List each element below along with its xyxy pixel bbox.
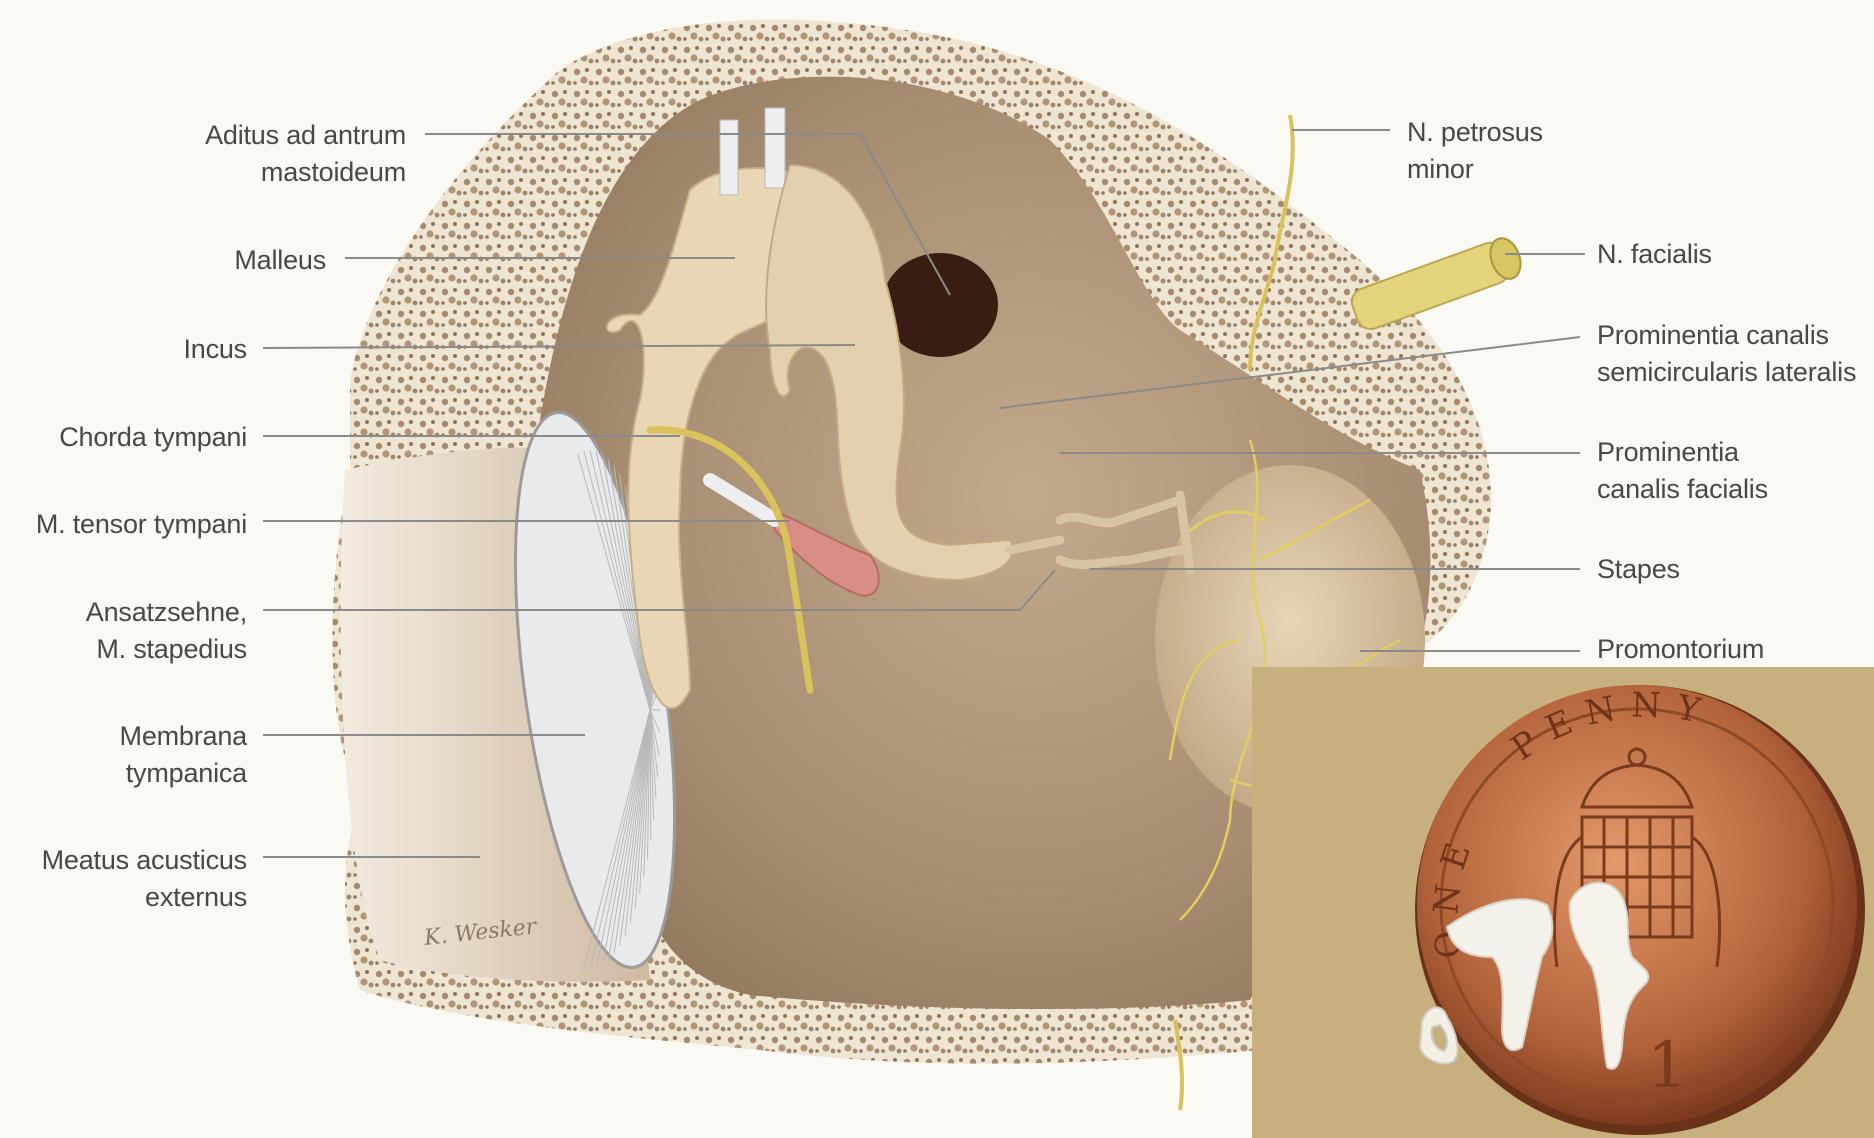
- penny-coin: [1417, 685, 1857, 1125]
- ligament-1: [720, 120, 738, 195]
- label-line: M. tensor tympani: [36, 506, 247, 543]
- label-prominentia-semicircularis: Prominentia canalis semicircularis later…: [1597, 317, 1856, 391]
- label-line: Aditus ad antrum: [205, 117, 406, 154]
- ossicles-penny-photo: 1 PENNY ONE: [1252, 667, 1874, 1138]
- label-line: Stapes: [1597, 551, 1680, 588]
- label-line: minor: [1407, 151, 1543, 188]
- label-meatus-acusticus: Meatus acusticus externus: [42, 842, 247, 916]
- label-line: tympanica: [120, 755, 247, 792]
- label-line: M. stapedius: [86, 631, 247, 668]
- penny-photo-svg: 1 PENNY ONE: [1252, 667, 1874, 1138]
- label-line: Membrana: [120, 718, 247, 755]
- label-line: Meatus acusticus: [42, 842, 247, 879]
- label-line: Promontorium: [1597, 631, 1764, 668]
- label-malleus: Malleus: [234, 242, 326, 279]
- label-membrana-tympanica: Membrana tympanica: [120, 718, 247, 792]
- label-line: semicircularis lateralis: [1597, 354, 1856, 391]
- label-stapes: Stapes: [1597, 551, 1680, 588]
- label-incus: Incus: [183, 331, 247, 368]
- label-line: N. petrosus: [1407, 114, 1543, 151]
- label-line: Incus: [183, 331, 247, 368]
- label-line: externus: [42, 879, 247, 916]
- label-line: mastoideum: [205, 154, 406, 191]
- label-line: Prominentia: [1597, 434, 1768, 471]
- label-line: Prominentia canalis: [1597, 317, 1856, 354]
- label-promontorium: Promontorium: [1597, 631, 1764, 668]
- label-line: Chorda tympani: [59, 419, 247, 456]
- label-line: N. facialis: [1597, 236, 1712, 273]
- label-line: Ansatzsehne,: [86, 594, 247, 631]
- ligament-2: [765, 108, 785, 188]
- n-facialis-nerve: [1348, 234, 1526, 333]
- label-line: Malleus: [234, 242, 326, 279]
- label-ansatzsehne: Ansatzsehne, M. stapedius: [86, 594, 247, 668]
- label-prominentia-facialis: Prominentia canalis facialis: [1597, 434, 1768, 508]
- label-m-tensor-tympani: M. tensor tympani: [36, 506, 247, 543]
- label-line: canalis facialis: [1597, 471, 1768, 508]
- coin-numeral: 1: [1647, 1029, 1688, 1103]
- label-n-petrosus-minor: N. petrosus minor: [1407, 114, 1543, 188]
- label-chorda-tympani: Chorda tympani: [59, 419, 247, 456]
- label-n-facialis: N. facialis: [1597, 236, 1712, 273]
- label-aditus: Aditus ad antrum mastoideum: [205, 117, 406, 191]
